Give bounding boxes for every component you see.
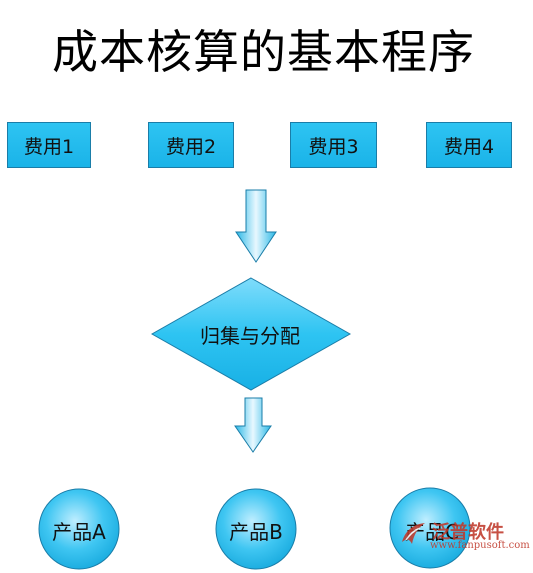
cost-label-2: 费用2 [165, 135, 217, 158]
watermark-logo: 泛普软件 www.fanpusoft.com [398, 518, 530, 551]
product-circle-b [215, 488, 297, 570]
cost-box-2: 费用2 [148, 122, 234, 168]
product-label-a: 产品A [52, 519, 106, 544]
product-circle-c [389, 487, 471, 569]
watermark-url: www.fanpusoft.com [430, 540, 530, 551]
cost-label-4: 费用4 [443, 135, 495, 158]
watermark-text: 泛普软件 [432, 522, 504, 543]
process-label: 归集与分配 [200, 323, 300, 348]
fanpu-logo-icon [402, 523, 425, 544]
page-title: 成本核算的基本程序 [52, 25, 475, 79]
cost-box-3: 费用3 [290, 122, 377, 168]
process-diamond [150, 277, 352, 391]
cost-box-4: 费用4 [426, 122, 512, 168]
cost-box-1: 费用1 [7, 122, 91, 168]
down-arrow-1 [235, 189, 277, 263]
product-label-b: 产品B [229, 519, 283, 544]
cost-label-1: 费用1 [23, 135, 75, 158]
cost-label-3: 费用3 [308, 135, 359, 158]
down-arrow-2 [234, 397, 272, 453]
product-circle-a [38, 488, 120, 570]
